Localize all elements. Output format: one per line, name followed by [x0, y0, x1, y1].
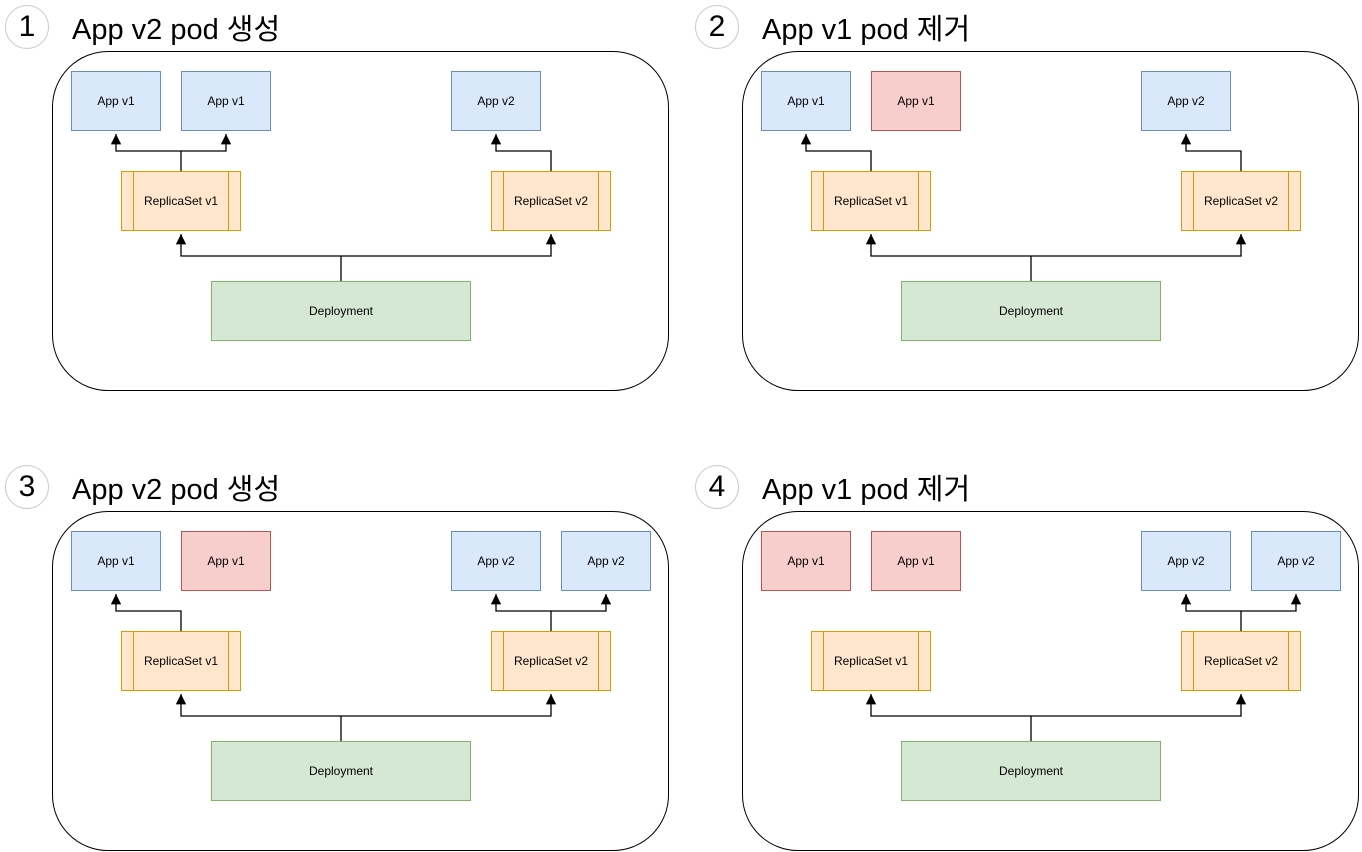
- step-title: App v2 pod 생성: [72, 14, 281, 46]
- pod-label: App v2: [1167, 94, 1205, 108]
- deployment-box: Deployment: [901, 741, 1161, 801]
- pod-app-v2: App v2: [451, 531, 541, 591]
- deployment-label: Deployment: [998, 764, 1064, 778]
- pod-label: App v2: [587, 554, 625, 568]
- pod-label: App v2: [477, 94, 515, 108]
- pod-app-v1-terminating: App v1: [181, 531, 271, 591]
- pod-app-v2: App v2: [561, 531, 651, 591]
- replicaset-v2-box: ReplicaSet v2: [1181, 631, 1301, 691]
- pod-app-v2: App v2: [451, 71, 541, 131]
- pod-app-v1: App v1: [761, 71, 851, 131]
- replicaset-v1-box: ReplicaSet v1: [121, 171, 241, 231]
- pod-app-v2: App v2: [1141, 531, 1231, 591]
- cluster-frame: [52, 511, 669, 851]
- pod-app-v2: App v2: [1251, 531, 1341, 591]
- pod-app-v1: App v1: [71, 71, 161, 131]
- replicaset-label: ReplicaSet v1: [833, 654, 909, 668]
- deployment-label: Deployment: [998, 304, 1064, 318]
- deployment-label: Deployment: [308, 304, 374, 318]
- pod-label: App v1: [207, 94, 245, 108]
- replicaset-label: ReplicaSet v2: [1203, 194, 1279, 208]
- step-title: App v1 pod 제거: [762, 14, 971, 46]
- replicaset-label: ReplicaSet v1: [833, 194, 909, 208]
- replicaset-label: ReplicaSet v2: [1203, 654, 1279, 668]
- replicaset-label: ReplicaSet v1: [143, 654, 219, 668]
- pod-app-v1-terminating: App v1: [761, 531, 851, 591]
- cluster-frame: [742, 51, 1359, 391]
- replicaset-label: ReplicaSet v2: [513, 194, 589, 208]
- pod-label: App v2: [477, 554, 515, 568]
- step-number-badge: 4: [695, 465, 739, 509]
- step-number-badge: 2: [695, 5, 739, 49]
- deployment-label: Deployment: [308, 764, 374, 778]
- replicaset-v2-box: ReplicaSet v2: [1181, 171, 1301, 231]
- replicaset-v1-box: ReplicaSet v1: [121, 631, 241, 691]
- step-number-badge: 1: [5, 5, 49, 49]
- step-title: App v2 pod 생성: [72, 474, 281, 506]
- replicaset-label: ReplicaSet v1: [143, 194, 219, 208]
- pod-label: App v1: [787, 94, 825, 108]
- step-title: App v1 pod 제거: [762, 474, 971, 506]
- pod-label: App v1: [97, 94, 135, 108]
- cluster-frame: [52, 51, 669, 391]
- pod-label: App v1: [897, 554, 935, 568]
- replicaset-v2-box: ReplicaSet v2: [491, 631, 611, 691]
- pod-label: App v2: [1277, 554, 1315, 568]
- pod-label: App v2: [1167, 554, 1205, 568]
- replicaset-v2-box: ReplicaSet v2: [491, 171, 611, 231]
- pod-app-v1: App v1: [181, 71, 271, 131]
- step-number-badge: 3: [5, 465, 49, 509]
- pod-app-v1-terminating: App v1: [871, 71, 961, 131]
- pod-app-v2: App v2: [1141, 71, 1231, 131]
- replicaset-label: ReplicaSet v2: [513, 654, 589, 668]
- deployment-box: Deployment: [211, 281, 471, 341]
- deployment-box: Deployment: [901, 281, 1161, 341]
- pod-label: App v1: [897, 94, 935, 108]
- pod-app-v1-terminating: App v1: [871, 531, 961, 591]
- pod-label: App v1: [97, 554, 135, 568]
- pod-app-v1: App v1: [71, 531, 161, 591]
- replicaset-v1-box: ReplicaSet v1: [811, 631, 931, 691]
- cluster-frame: [742, 511, 1359, 851]
- pod-label: App v1: [207, 554, 245, 568]
- deployment-box: Deployment: [211, 741, 471, 801]
- replicaset-v1-box: ReplicaSet v1: [811, 171, 931, 231]
- pod-label: App v1: [787, 554, 825, 568]
